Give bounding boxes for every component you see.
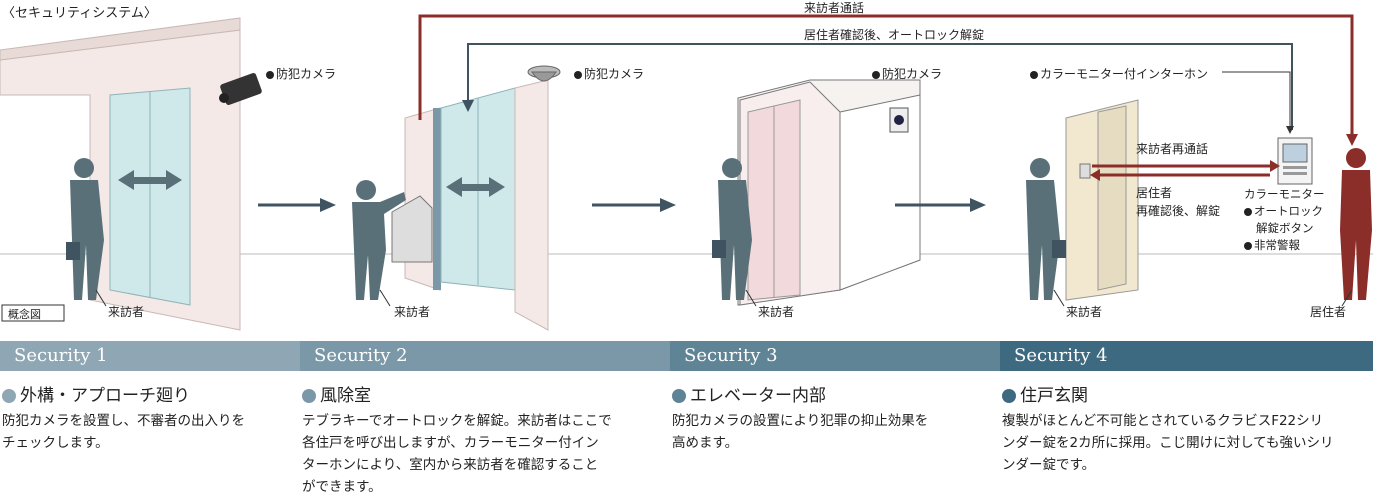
camera-icon [219, 73, 262, 105]
security-band-3: Security 3 [670, 341, 1000, 371]
intercom-label: カラーモニター付インターホン [1030, 65, 1208, 82]
section-2: 風除室 テブラキーでオートロックを解錠。来訪者はここで 各住戸を呼び出しますが、… [302, 384, 667, 498]
section-dot-icon [1002, 389, 1016, 403]
section-1: 外構・アプローチ廻り 防犯カメラを設置し、不審者の出入りを チェックします。 [2, 384, 292, 454]
dome-camera-icon [527, 65, 561, 82]
section-body: テブラキーでオートロックを解錠。来訪者はここで 各住戸を呼び出しますが、カラーモ… [302, 413, 612, 495]
intercom-callout-line [1222, 71, 1291, 128]
visitor-call-arrow [418, 14, 1358, 146]
bullet-icon [1244, 207, 1252, 216]
visitor-label-1: 来訪者 [108, 305, 145, 319]
camera-label-1: 防犯カメラ [266, 65, 336, 82]
visitor-figure-4 [1026, 158, 1066, 300]
visitor-label-2: 来訪者 [394, 305, 431, 319]
bullet-icon [872, 70, 880, 79]
scene-4-unit-door [1026, 99, 1372, 307]
resident-label: 居住者 [1310, 305, 1347, 319]
security-band-4: Security 4 [1000, 341, 1373, 371]
bullet-icon [574, 70, 582, 79]
section-heading: 住戸玄関 [1020, 386, 1088, 406]
scene-3-elevator [712, 79, 921, 307]
diagram-title: 〈セキュリティシステム〉 [2, 6, 157, 21]
flow-arrow-1 [258, 198, 336, 212]
security-flow-illustration [0, 14, 1373, 331]
section-3: エレベーター内部 防犯カメラの設置により犯罪の抑止効果を 高めます。 [672, 384, 997, 454]
flow-arrow-2 [592, 198, 676, 212]
monitor-callout: カラーモニター オートロック 解錠ボタン 非常警報 [1244, 187, 1325, 252]
concept-tag-box [1, 304, 65, 322]
bullet-icon [266, 70, 274, 79]
visitor-figure-1 [66, 158, 104, 300]
resident-confirm-unlock-label: 居住者確認後、オートロック解錠 [804, 28, 985, 42]
visitor-figure-3 [712, 158, 752, 300]
visitor-figure-2 [352, 180, 406, 300]
scene-1-entrance [0, 17, 262, 331]
camera-label-3: 防犯カメラ [872, 65, 942, 82]
bullet-icon [1244, 241, 1252, 250]
security-band-2: Security 2 [300, 341, 670, 371]
bullet-icon [1030, 70, 1038, 79]
section-4: 住戸玄関 複製がほとんど不可能とされているクラビスF22シリ ンダー錠を2カ所に… [1002, 384, 1372, 476]
resident-reconfirm-label: 居住者 再確認後、解錠 [1136, 186, 1221, 218]
section-body: 防犯カメラの設置により犯罪の抑止効果を 高めます。 [672, 413, 929, 451]
visitor-label-4: 来訪者 [1066, 305, 1103, 319]
resident-figure [1340, 148, 1372, 300]
unlock-arrow [462, 43, 1293, 130]
concept-tag: 概念図 [8, 308, 41, 321]
visitor-recall-label: 来訪者再通話 [1136, 142, 1209, 156]
scene-2-vestibule [352, 65, 561, 331]
section-dot-icon [302, 389, 316, 403]
section-dot-icon [672, 389, 686, 403]
intercom-monitor-icon [1277, 137, 1313, 185]
camera-label-2: 防犯カメラ [574, 65, 644, 82]
visitor-label-3: 来訪者 [758, 305, 795, 319]
visitor-call-label: 来訪者通話 [804, 1, 865, 15]
flow-arrow-3 [895, 198, 986, 212]
section-heading: 外構・アプローチ廻り [20, 386, 190, 406]
section-body: 防犯カメラを設置し、不審者の出入りを チェックします。 [2, 413, 245, 451]
security-band-1: Security 1 [0, 341, 300, 371]
section-heading: 風除室 [320, 386, 371, 406]
section-dot-icon [2, 389, 16, 403]
section-body: 複製がほとんど不可能とされているクラビスF22シリ ンダー錠を2カ所に採用。こじ… [1002, 413, 1334, 473]
section-heading: エレベーター内部 [690, 386, 826, 406]
